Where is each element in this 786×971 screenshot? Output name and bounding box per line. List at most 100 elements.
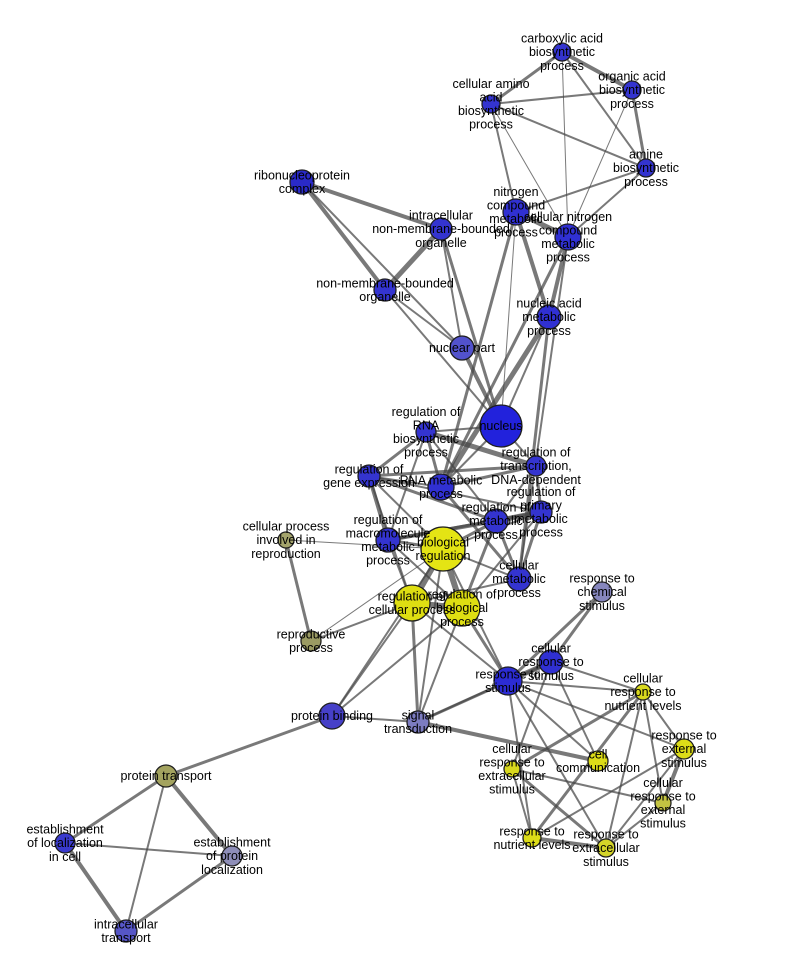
node-intracell_transport[interactable] <box>114 919 138 943</box>
edge-reg_biological--reg_primary_metab <box>461 511 542 609</box>
edge-nucleic_acid--cellular_metab <box>517 315 551 581</box>
node-amino_acid[interactable] <box>481 94 501 114</box>
node-protein_binding[interactable] <box>318 702 346 730</box>
edge-reg_rna_biosyn--reg_macromol_metab <box>387 431 427 541</box>
edge-estab_protein_local--intracell_transport <box>124 854 234 933</box>
edge-nitrogen_compound--nucleic_acid <box>514 210 551 319</box>
node-reg_rna_biosyn[interactable] <box>415 421 437 443</box>
node-label-nuclear_part: nuclear part <box>429 341 496 355</box>
node-cellular_metab[interactable] <box>506 566 532 592</box>
node-carboxylic_acid[interactable] <box>552 42 572 62</box>
node-resp_external[interactable] <box>673 738 695 760</box>
node-resp_chemical[interactable] <box>591 581 613 603</box>
node-estab_local_cell[interactable] <box>54 832 76 854</box>
node-signal_transduction[interactable] <box>406 710 430 734</box>
edge-carboxylic_acid--amine <box>561 51 647 169</box>
edge-cellular_nitrogen--nucleic_acid <box>547 235 570 319</box>
node-reg_metab[interactable] <box>483 508 509 534</box>
edge-intracellular_organelle--nuclear_part <box>440 228 463 349</box>
edge-resp_stimulus--resp_external <box>507 680 685 750</box>
edge-amino_acid--amine <box>490 103 647 169</box>
node-cell_resp_external[interactable] <box>654 794 672 812</box>
node-reg_primary_metab[interactable] <box>529 500 553 524</box>
edge-rnp_complex--nm_organelle <box>300 180 387 292</box>
node-nuclear_part[interactable] <box>449 335 475 361</box>
node-nucleic_acid[interactable] <box>536 304 562 330</box>
node-organic_acid[interactable] <box>622 80 642 100</box>
node-label-protein_transport: protein transport <box>120 769 212 783</box>
node-cellular_nitrogen[interactable] <box>554 223 582 251</box>
edge-protein_transport--estab_local_cell <box>63 774 168 845</box>
node-cell_resp_extracell[interactable] <box>503 760 521 778</box>
node-nucleus[interactable] <box>479 404 523 448</box>
edge-reproductive--biological_regulation <box>310 548 444 642</box>
edge-cell_resp_nutrient--resp_extracell <box>605 691 644 849</box>
edge-nucleic_acid--rna_metabolic <box>438 314 552 490</box>
node-cell_resp_nutrient[interactable] <box>634 683 652 701</box>
node-rna_metabolic[interactable] <box>427 473 455 501</box>
edge-reg_gene_expr--reg_primary_metab <box>368 475 542 513</box>
node-cell_proc_repro[interactable] <box>277 531 295 549</box>
node-reg_gene_expr[interactable] <box>357 464 381 488</box>
node-nitrogen_compound[interactable] <box>502 198 530 226</box>
node-amine[interactable] <box>636 158 656 178</box>
edge-cell_resp_nutrient--cell_resp_extracell <box>510 690 645 771</box>
edge-cellular_nitrogen--cellular_metab <box>518 236 569 580</box>
node-biological_regulation[interactable] <box>420 526 466 572</box>
edge-cell_resp_extracell--cell_resp_external <box>511 768 664 804</box>
node-protein_transport[interactable] <box>154 764 178 788</box>
edge-protein_binding--reg_cellular <box>331 602 413 717</box>
edge-resp_external--resp_nutrient <box>531 748 685 839</box>
edge-biological_regulation--signal_transduction <box>417 548 444 723</box>
edge-estab_local_cell--intracell_transport <box>63 841 128 933</box>
edge-resp_nutrient--resp_extracell <box>530 836 608 850</box>
edge-signal_transduction--cell_comm <box>416 720 600 763</box>
node-cell_comm[interactable] <box>587 750 609 772</box>
node-intracellular_organelle[interactable] <box>429 217 453 241</box>
node-reg_macromol_metab[interactable] <box>375 527 401 553</box>
edge-cell_resp_stimulus--cell_comm <box>550 661 599 762</box>
node-resp_extracell[interactable] <box>596 838 616 858</box>
edge-cell_resp_external--resp_extracell <box>605 802 664 849</box>
node-nm_organelle[interactable] <box>373 278 397 302</box>
edge-resp_stimulus--cell_comm <box>507 680 599 762</box>
node-rnp_complex[interactable] <box>289 169 315 195</box>
node-resp_nutrient[interactable] <box>522 828 542 848</box>
edge-protein_binding--reg_biological <box>331 607 463 717</box>
edge-reg_biological--signal_transduction <box>417 607 463 723</box>
edge-cell_resp_nutrient--resp_external <box>642 691 685 750</box>
edge-reg_cellular--resp_stimulus <box>411 602 509 682</box>
node-reproductive[interactable] <box>300 630 322 652</box>
node-estab_protein_local[interactable] <box>221 845 243 867</box>
node-reg_biological[interactable] <box>443 589 481 627</box>
edge-amine--nitrogen_compound <box>515 167 647 213</box>
edge-reg_transcription--reg_gene_expr <box>367 464 538 478</box>
edge-reg_gene_expr--reg_metab <box>367 474 498 523</box>
edges-layer <box>63 50 686 933</box>
node-reg_transcription[interactable] <box>525 455 547 477</box>
node-cell_resp_stimulus[interactable] <box>538 649 564 675</box>
edge-rna_metabolic--cellular_metab <box>439 485 521 581</box>
edge-reg_rna_biosyn--reg_metab <box>425 431 497 522</box>
edge-cell_resp_stimulus--cell_resp_nutrient <box>550 661 644 693</box>
node-resp_stimulus[interactable] <box>493 666 523 696</box>
node-reg_cellular[interactable] <box>393 584 431 622</box>
nodes-layer <box>54 42 695 943</box>
